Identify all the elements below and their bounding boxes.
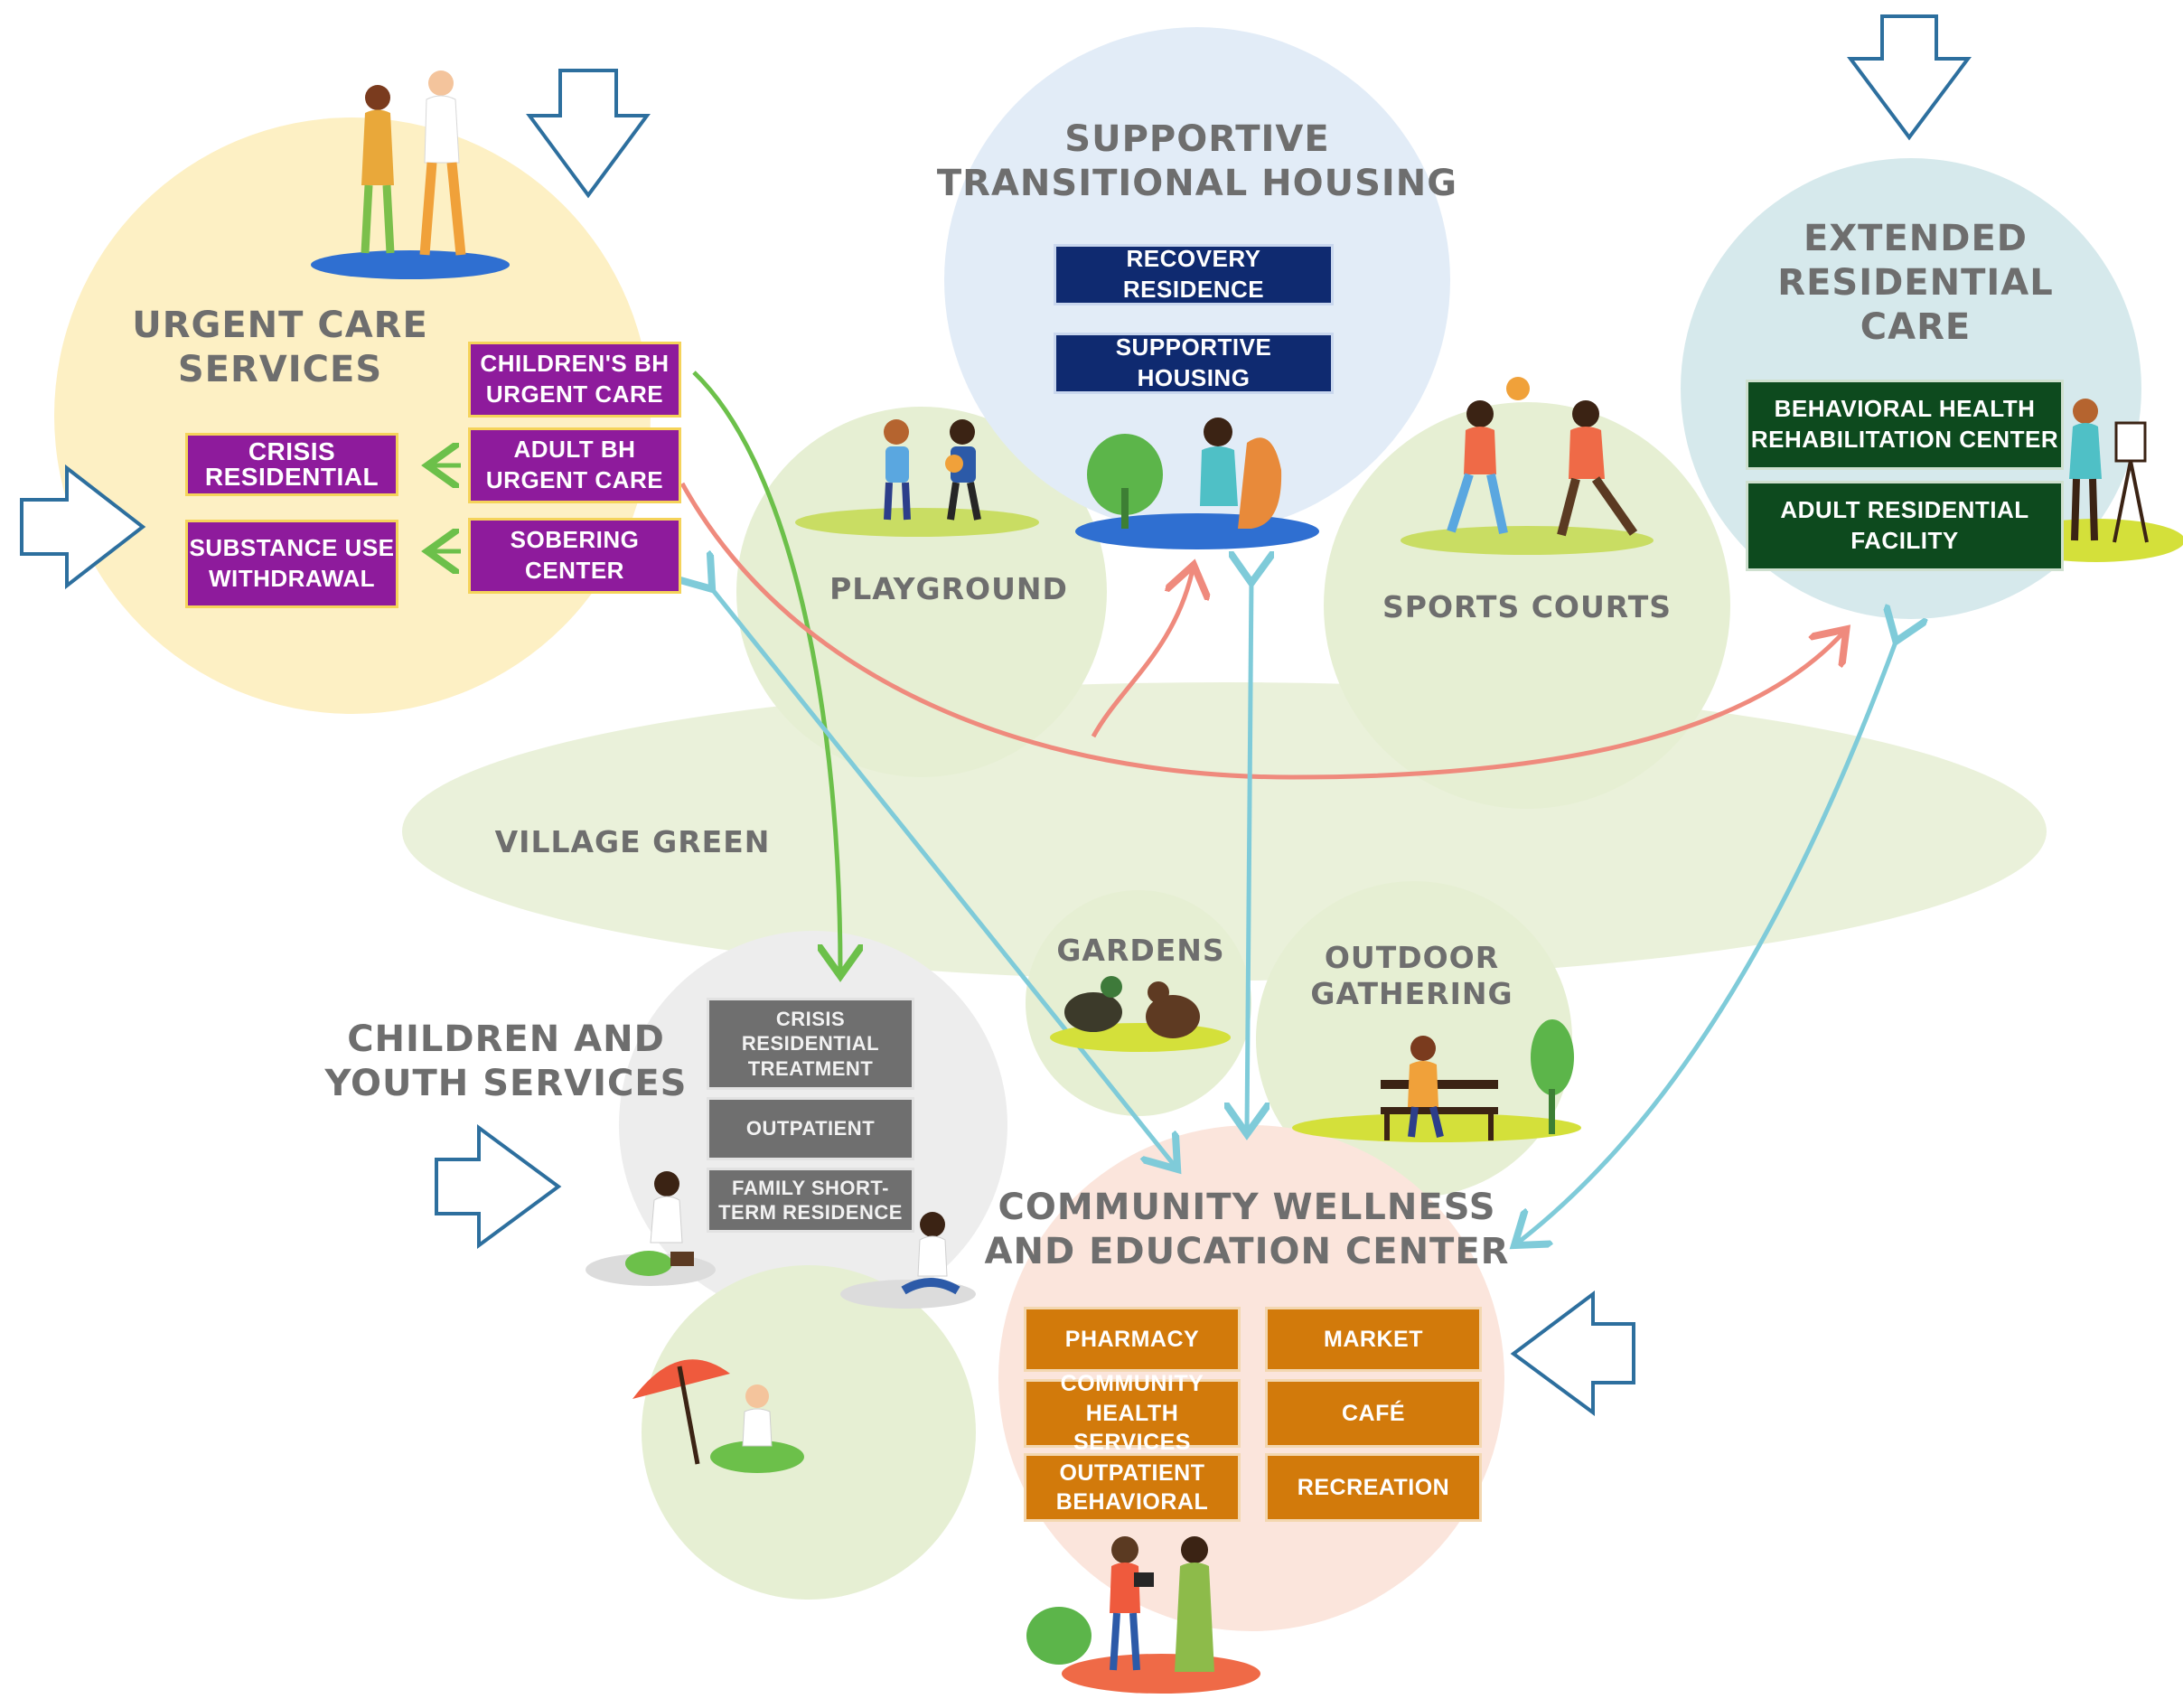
sports-courts-label: SPORTS COURTS [1382,589,1672,624]
flow-arrow-urgent-wellness [709,586,1175,1166]
bench-man-illustration [1292,1019,1581,1142]
childrens-bh-urgent-care-box: CHILDREN'S BH URGENT CARE [468,342,681,418]
housing-title: SUPPORTIVE TRANSITIONAL HOUSING [936,118,1458,204]
community-health-services-box: COMMUNITY HEALTH SERVICES [1024,1371,1241,1455]
pharmacy-box: PHARMACY [1024,1307,1241,1372]
flow-arrow-extended-wellness [1518,637,1897,1243]
family-short-term-residence-box: FAMILY SHORT- TERM RESIDENCE [707,1168,914,1233]
children-youth-title: CHILDREN AND YOUTH SERVICES [324,1018,688,1104]
flow-arrow-housing-wellness [1247,578,1251,1130]
entry-arrow-children-left [435,1124,562,1249]
sports-players-illustration [1401,377,1654,555]
urgent-care-title: URGENT CARE SERVICES [132,305,428,390]
outpatient-behavioral-box: OUTPATIENT BEHAVIORAL [1024,1453,1241,1522]
village-green-label: VILLAGE GREEN [494,824,771,859]
youth-sitting-illustration [586,1171,976,1309]
extended-care-title: EXTENDED RESIDENTIAL CARE [1777,218,2054,348]
gardens-area [1026,890,1251,1116]
umbrella-meditation-illustration [632,1359,804,1473]
entry-arrow-extended-top [1847,14,1972,141]
bh-rehabilitation-center-box: BEHAVIORAL HEALTH REHABILITATION CENTER [1746,380,2064,470]
crisis-residential-treatment-box: CRISIS RESIDENTIAL TREATMENT [707,998,914,1090]
market-box: MARKET [1265,1307,1482,1372]
adult-residential-facility-box: ADULT RESIDENTIAL FACILITY [1746,481,2064,571]
crisis-residential-box: CRISIS RESIDENTIAL [185,433,398,496]
adult-bh-urgent-care-box: ADULT BH URGENT CARE [468,427,681,503]
youth-outpatient-box: OUTPATIENT [707,1097,914,1160]
walking-couple-illustration [311,70,510,279]
playground-children-illustration [795,419,1039,537]
ducks-illustration [1050,976,1231,1052]
entry-arrow-urgent-left [20,464,146,590]
bottom-park-area [642,1265,976,1600]
woman-with-dog-illustration [1075,418,1319,549]
sobering-center-box: SOBERING CENTER [468,518,681,594]
substance-use-withdrawal-box: SUBSTANCE USE WITHDRAWAL [185,520,398,608]
women-talking-illustration [1026,1536,1260,1694]
supportive-housing-box: SUPPORTIVE HOUSING [1054,333,1334,394]
playground-label: PLAYGROUND [829,571,1068,606]
outdoor-gathering-label: OUTDOOR GATHERING [1310,940,1513,1012]
wellness-title: COMMUNITY WELLNESS AND EDUCATION CENTER [984,1187,1510,1272]
recovery-residence-box: RECOVERY RESIDENCE [1054,244,1334,305]
recreation-box: RECREATION [1265,1453,1482,1522]
entry-arrow-urgent-top [526,69,651,199]
entry-arrow-wellness-right [1510,1290,1635,1416]
gardens-label: GARDENS [1056,933,1225,968]
cafe-box: CAFÉ [1265,1379,1482,1448]
